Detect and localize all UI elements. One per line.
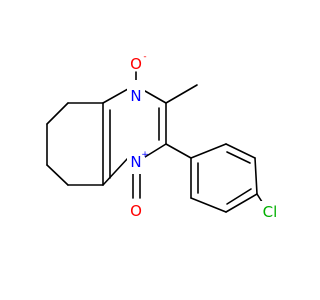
bond-ph-c2-c3-double (226, 151, 251, 164)
bond-c2-phenyl (165, 143, 192, 159)
charge-n1: + (141, 150, 149, 160)
atom-n1: N (130, 153, 141, 171)
bond-c5-c6 (46, 102, 69, 125)
bond-n4-c3 (144, 90, 167, 104)
bond-c2-n1 (144, 143, 167, 158)
atom-n4: N (130, 87, 141, 105)
bond-n1-c8a (102, 157, 129, 186)
bond-ph-c4-c5 (225, 193, 258, 213)
structure-diagram: N O - N + O Cl (46, 52, 282, 221)
atom-o-top: O (130, 55, 142, 73)
atom-cl: Cl (263, 203, 278, 221)
bond-ph-c5-c6 (190, 197, 227, 213)
atom-labels: N O - N + O Cl (127, 52, 282, 221)
bond-ph-c2-c3 (225, 143, 256, 159)
bond-c3-methyl (165, 84, 198, 104)
bond-ph-c3-c4 (254, 157, 258, 195)
bond-c7-c8 (46, 164, 69, 186)
bond-c4a-n4 (102, 88, 129, 104)
bond-ph-c1-c2 (190, 143, 227, 159)
charge-o-top: - (143, 52, 146, 62)
bond-ph-c4-c5-double (226, 188, 252, 205)
atom-o-bottom: O (130, 202, 142, 220)
molecule-drawing: N O - N + O Cl (46, 52, 282, 221)
bonds (46, 71, 265, 213)
